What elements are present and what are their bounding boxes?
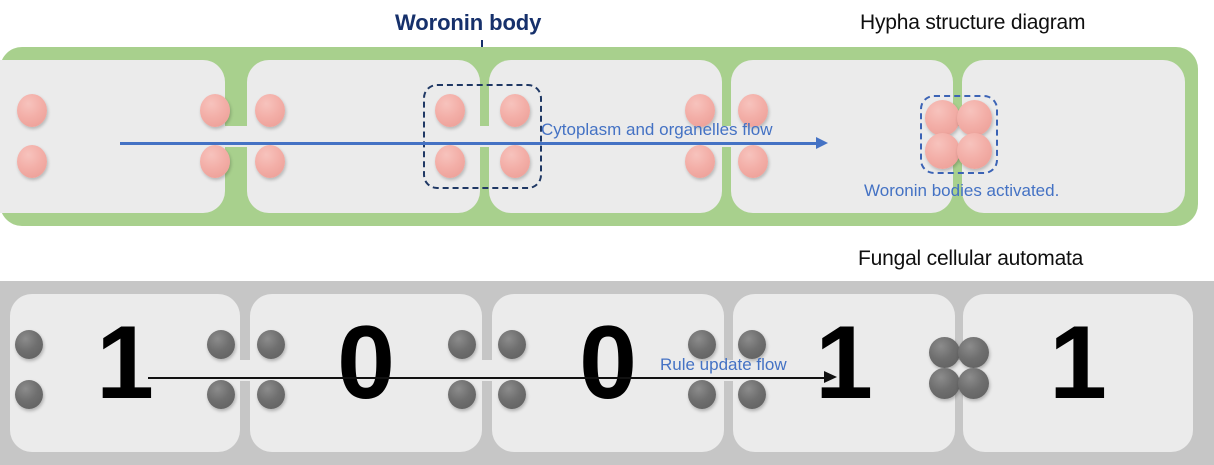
woronin-body-dot xyxy=(738,94,768,127)
rule-update-flow-arrowhead-icon xyxy=(824,371,837,383)
automaton-blocked-node-dot xyxy=(958,337,989,368)
rule-update-flow-label: Rule update flow xyxy=(660,355,787,374)
septal-pore-channel xyxy=(0,126,1185,147)
woronin-body-callout-label: Woronin body xyxy=(395,10,542,35)
woronin-body-dot xyxy=(435,145,465,178)
automaton-node-dot xyxy=(257,380,285,409)
woronin-body-dot xyxy=(500,145,530,178)
automaton-node-dot xyxy=(738,380,766,409)
cytoplasm-flow-line xyxy=(120,142,820,145)
cytoplasm-flow-arrowhead-icon xyxy=(816,137,828,149)
automaton-node-dot xyxy=(207,380,235,409)
woronin-body-dot xyxy=(255,145,285,178)
automaton-node-dot xyxy=(498,330,526,359)
automaton-node-dot xyxy=(207,330,235,359)
automaton-blocked-node-dot xyxy=(929,368,960,399)
automaton-state-digit: 1 xyxy=(815,305,873,421)
automaton-node-dot xyxy=(688,380,716,409)
automaton-state-digit: 1 xyxy=(1049,305,1107,421)
automaton-node-dot xyxy=(15,380,43,409)
hypha-panel: Cytoplasm and organelles flow Woronin bo… xyxy=(0,47,1198,226)
automaton-node-dot xyxy=(448,330,476,359)
woronin-body-dot xyxy=(200,145,230,178)
automata-panel-title: Fungal cellular automata xyxy=(858,247,1084,270)
automaton-node-dot xyxy=(498,380,526,409)
rule-update-flow-line xyxy=(148,377,828,379)
woronin-body-dot xyxy=(200,94,230,127)
automaton-node-dot xyxy=(15,330,43,359)
cytoplasm-flow-label: Cytoplasm and organelles flow xyxy=(541,120,773,139)
automaton-node-dot xyxy=(738,330,766,359)
woronin-activated-note: Woronin bodies activated. xyxy=(864,181,1060,200)
organelle-dot xyxy=(17,94,47,127)
woronin-body-dot xyxy=(255,94,285,127)
woronin-body-dot xyxy=(738,145,768,178)
activated-woronin-highlight-box xyxy=(920,95,998,174)
hypha-panel-title: Hypha structure diagram xyxy=(860,11,1086,34)
automaton-state-digit: 0 xyxy=(337,305,395,421)
woronin-body-dot xyxy=(685,145,715,178)
automaton-blocked-node-dot xyxy=(958,368,989,399)
automata-panel: 1 0 0 1 1 Rule update flow xyxy=(0,281,1214,465)
automaton-state-digit: 1 xyxy=(96,305,154,421)
woronin-body-dot xyxy=(500,94,530,127)
automaton-state-digit: 0 xyxy=(579,305,637,421)
automaton-blocked-node-dot xyxy=(929,337,960,368)
automaton-node-dot xyxy=(688,330,716,359)
woronin-body-dot xyxy=(685,94,715,127)
automaton-link-channel xyxy=(10,360,1193,381)
woronin-body-highlight-box xyxy=(423,84,542,189)
automaton-node-dot xyxy=(257,330,285,359)
automaton-node-dot xyxy=(448,380,476,409)
woronin-body-dot xyxy=(435,94,465,127)
organelle-dot xyxy=(17,145,47,178)
